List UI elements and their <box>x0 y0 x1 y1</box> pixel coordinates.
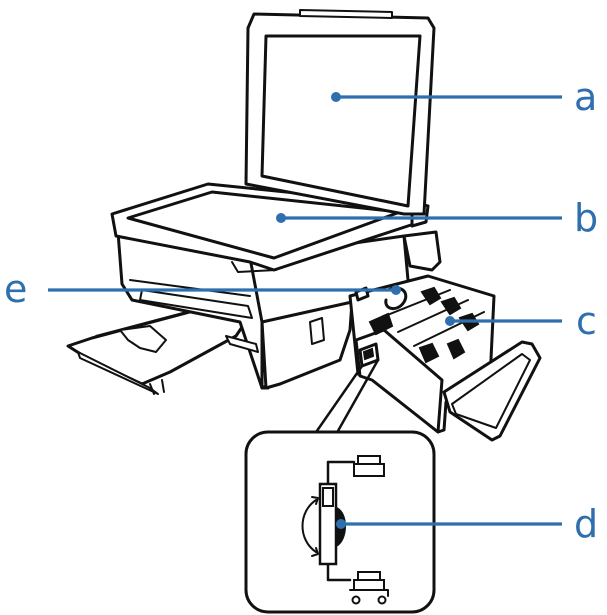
callout-label-d: d <box>574 502 598 546</box>
zoom-line-right <box>332 358 380 440</box>
callout-label-e: e <box>4 267 27 311</box>
output-tray <box>66 296 254 395</box>
callout-c: c <box>445 299 597 343</box>
printer-small-icon <box>353 455 385 477</box>
printer-body <box>116 230 412 390</box>
callout-label-c: c <box>576 299 597 343</box>
callout-e: e <box>4 267 401 311</box>
callout-label-a: a <box>574 75 597 119</box>
zoom-line-left <box>310 364 364 440</box>
ink-tank-unit <box>348 230 542 442</box>
printer-illustration <box>66 9 542 614</box>
document-cover <box>244 9 436 216</box>
printer-cart-icon <box>349 571 389 605</box>
callout-b: b <box>276 196 598 240</box>
callout-d: d <box>336 502 598 546</box>
callout-label-b: b <box>574 196 598 240</box>
callout-a: a <box>331 75 597 119</box>
